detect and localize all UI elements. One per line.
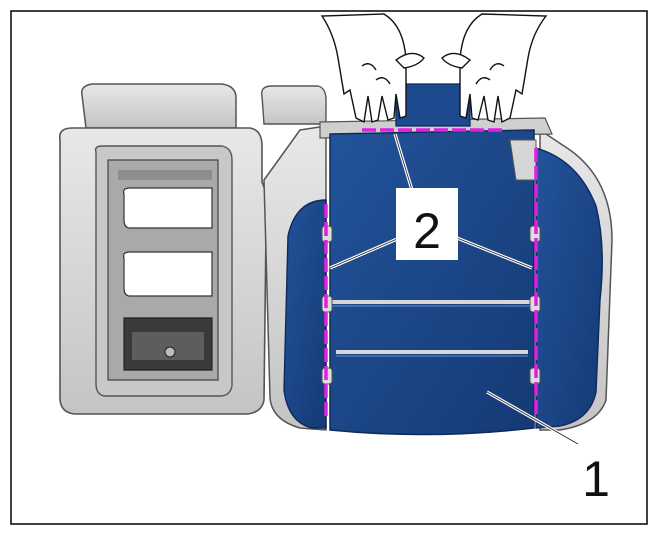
callout-1-box	[565, 446, 627, 504]
callout-label-1: 1	[582, 451, 610, 507]
hands-icon	[320, 13, 548, 124]
seat-frame-icon	[58, 83, 269, 415]
callout-label-2: 2	[413, 203, 441, 259]
seat-cushion-icon	[261, 83, 613, 436]
seam-outline	[324, 128, 538, 420]
callout-2-box	[396, 188, 458, 260]
